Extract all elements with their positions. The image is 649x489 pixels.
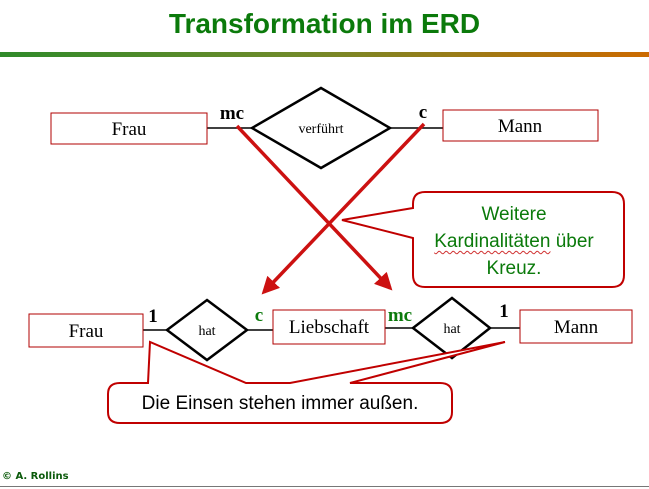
cardinality-mc-bottom: mc [388, 305, 412, 326]
entity-mann-top-label: Mann [498, 116, 543, 137]
footer-credit: © A. Rollins [2, 471, 69, 482]
callout-crossing-line1: Weitere [481, 204, 547, 225]
entity-frau-bottom-label: Frau [69, 321, 104, 342]
relationship-hat-left-label: hat [198, 324, 215, 339]
entity-frau-top-label: Frau [112, 119, 147, 140]
entity-frau-top[interactable] [50, 112, 208, 145]
cardinality-mc-top: mc [220, 103, 244, 124]
relationship-hat-left[interactable] [164, 298, 250, 362]
callout-crossing-text: Weitere Kardinalitäten über Kreuz. [414, 201, 614, 282]
callout-ones-text: Die Einsen stehen immer außen. [141, 393, 419, 414]
callout-crossing-bubble [341, 191, 625, 288]
cardinality-c-bottom: c [255, 305, 263, 326]
arrow-mc-to-bottom [235, 124, 393, 291]
entity-mann-top[interactable] [442, 109, 599, 142]
relationship-hat-right-label: hat [443, 322, 460, 337]
cardinality-c-top: c [419, 102, 427, 123]
footer-divider [0, 486, 649, 487]
entity-liebschaft-label: Liebschaft [289, 317, 370, 338]
cardinality-1-right: 1 [499, 301, 509, 322]
callout-crossing-word2: über [555, 231, 594, 252]
arrow-c-to-bottom [261, 122, 426, 295]
relationship-hat-right[interactable] [410, 296, 493, 360]
callout-ones-bubble [107, 340, 506, 424]
callout-crossing-word: Kardinalitäten [434, 231, 551, 252]
relationship-verfuehrt[interactable] [249, 86, 393, 170]
relationship-verfuehrt-label: verführt [298, 122, 343, 137]
entity-mann-bottom-label: Mann [554, 317, 599, 338]
title-divider [0, 52, 649, 57]
callout-crossing-line3: Kreuz. [486, 258, 542, 279]
entity-frau-bottom[interactable] [28, 313, 144, 348]
slide-title: Transformation im ERD [168, 8, 481, 39]
callout-crossing-line2: Kardinalitäten über [414, 228, 614, 255]
cardinality-1-left: 1 [148, 306, 158, 327]
entity-liebschaft[interactable] [272, 309, 386, 345]
entity-mann-bottom[interactable] [519, 309, 633, 344]
